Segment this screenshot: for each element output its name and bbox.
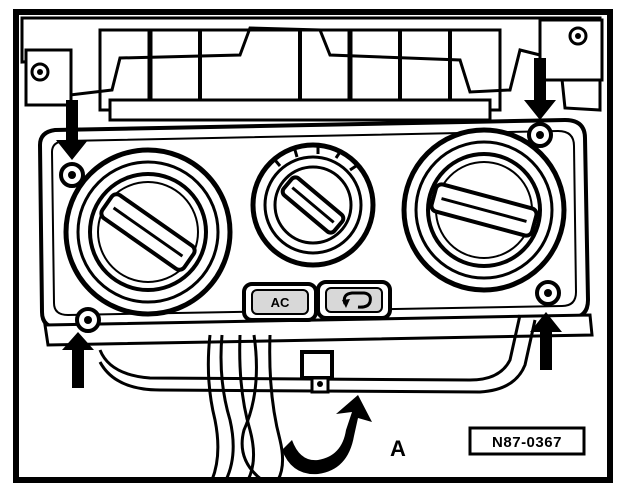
arrow-icon: [56, 100, 88, 160]
arrow-icon: [62, 332, 94, 388]
screw-bottom-left: [75, 307, 101, 333]
recirculation-arrow-icon: [342, 291, 372, 309]
cable-clip: [300, 350, 334, 394]
screw-top-left: [59, 162, 85, 188]
mounting-screws: [59, 122, 561, 333]
arrow-icon: [524, 58, 556, 120]
screw-arrows: [56, 58, 562, 388]
reference-box: N87-0367: [468, 426, 586, 456]
fan-speed-knob: [250, 142, 376, 268]
callout-a-arrow: [282, 395, 372, 475]
reference-code: N87-0367: [492, 434, 562, 451]
callout-a-label: A: [390, 436, 406, 461]
temperature-knob: [63, 147, 233, 317]
ac-button-label: AC: [271, 295, 290, 310]
air-distribution-knob: [401, 127, 567, 293]
recirculation-button: [316, 280, 392, 320]
arrow-icon: [530, 312, 562, 370]
ac-button: AC: [242, 282, 318, 322]
screw-bottom-right: [535, 280, 561, 306]
screw-top-right: [527, 122, 553, 148]
dashboard-bezel: [20, 16, 604, 122]
